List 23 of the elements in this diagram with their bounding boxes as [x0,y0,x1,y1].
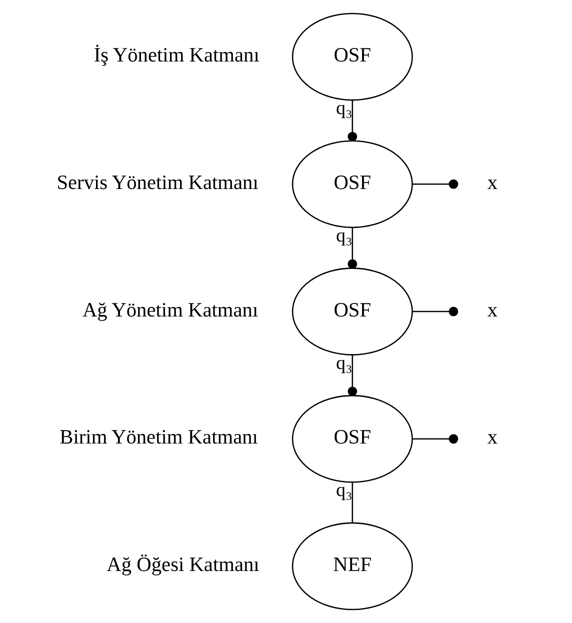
connector [351,482,353,523]
node-ellipse: OSF [291,268,412,356]
connector [412,306,458,316]
edge-label: q₃ [336,98,352,120]
node-ellipse: OSF [291,140,412,228]
node-ellipse: NEF [291,522,412,610]
node-label: Birim Yönetim Katmanı [59,426,258,449]
node-label: Servis Yönetim Katmanı [56,172,258,194]
edge-label: q₃ [336,480,352,502]
connector [347,228,357,269]
node-text: x [486,426,498,449]
node-text: x [486,299,498,322]
edge-label: q₃ [336,352,352,374]
node-label: İş Yönetim Katmanı [93,44,259,67]
connector [412,179,458,189]
node-label: Ağ Yönetim Katmanı [82,299,258,322]
node-ellipse: OSF [291,12,412,101]
connector [412,434,458,444]
node-text: x [486,172,498,194]
node-label: Ağ Öğesi Katmanı [106,554,259,576]
node-ellipse: OSF [291,394,412,483]
connector [347,355,357,396]
connector [347,100,357,142]
